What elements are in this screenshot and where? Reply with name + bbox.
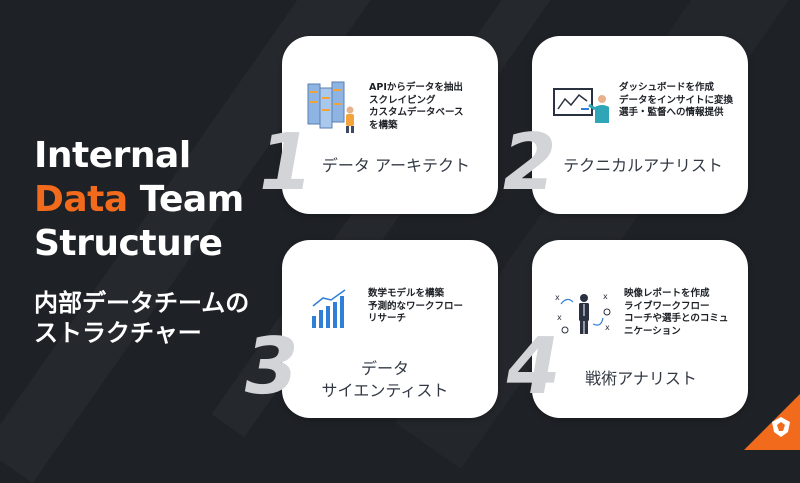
role-line: データ <box>360 359 409 378</box>
title-line-2-rest: Team <box>127 179 245 220</box>
card-data-scientist <box>282 240 498 418</box>
title-line-1: Internal <box>34 135 191 176</box>
desc-line: データをインサイトに変換 <box>619 94 734 106</box>
card-description: ダッシュボードを作成 データをインサイトに変換 選手・監督への情報提供 <box>619 82 743 120</box>
title-ja-line-1: 内部データチームの <box>34 289 250 317</box>
card-description: 映像レポートを作成 ライブワークフロー コーチや選手とのコミュ ニケーション <box>624 288 744 338</box>
title-accent-word: Data <box>34 179 128 220</box>
desc-line: ライブワークフロー <box>624 300 710 312</box>
desc-line: 予測的なワークフロー <box>368 300 464 312</box>
title-block: Internal Data Team Structure 内部データチームの ス… <box>34 134 249 348</box>
desc-line: ダッシュボードを作成 <box>619 82 715 93</box>
desc-line: リサーチ <box>368 313 407 324</box>
role-line: サイエンティスト <box>321 381 449 400</box>
card-description: 数学モデルを構築 予測的なワークフロー リサーチ <box>368 288 492 326</box>
title-english: Internal Data Team Structure <box>34 134 249 266</box>
role-title: データ サイエンティスト <box>310 358 460 402</box>
svg-text:x: x <box>557 313 562 322</box>
role-title: データ アーキテクト <box>321 156 471 175</box>
desc-line: 数学モデルを構築 <box>368 288 445 299</box>
card-technical-analyst <box>532 36 748 214</box>
title-japanese: 内部データチームの ストラクチャー <box>34 288 249 348</box>
desc-line: ニケーション <box>624 325 681 337</box>
desc-line: を構築 <box>369 119 398 131</box>
desc-line: APIからデータを抽出 <box>369 82 463 93</box>
title-line-3: Structure <box>34 223 223 264</box>
server-engineer-icon <box>302 80 360 138</box>
presenter-board-icon <box>553 87 615 131</box>
desc-line: コーチや選手とのコミュ <box>624 313 729 324</box>
svg-text:x: x <box>605 323 610 332</box>
desc-line: カスタムデータベース <box>369 107 464 118</box>
title-line-2: Data Team <box>34 178 249 222</box>
title-ja-line-2: ストラクチャー <box>34 319 202 347</box>
desc-line: スクレイピング <box>369 94 436 106</box>
desc-line: 選手・監督への情報提供 <box>619 107 724 118</box>
card-description: APIからデータを抽出 スクレイピング カスタムデータベース を構築 <box>369 82 493 132</box>
brand-logo-icon <box>770 416 792 442</box>
tactics-board-icon: x x x x <box>553 290 615 340</box>
bar-chart-icon <box>311 288 351 334</box>
card-data-architect <box>282 36 498 214</box>
role-title: テクニカルアナリスト <box>563 156 723 175</box>
svg-text:x: x <box>603 292 608 301</box>
desc-line: 映像レポートを作成 <box>624 288 710 299</box>
role-title: 戦術アナリスト <box>585 369 697 388</box>
svg-text:x: x <box>555 293 560 302</box>
